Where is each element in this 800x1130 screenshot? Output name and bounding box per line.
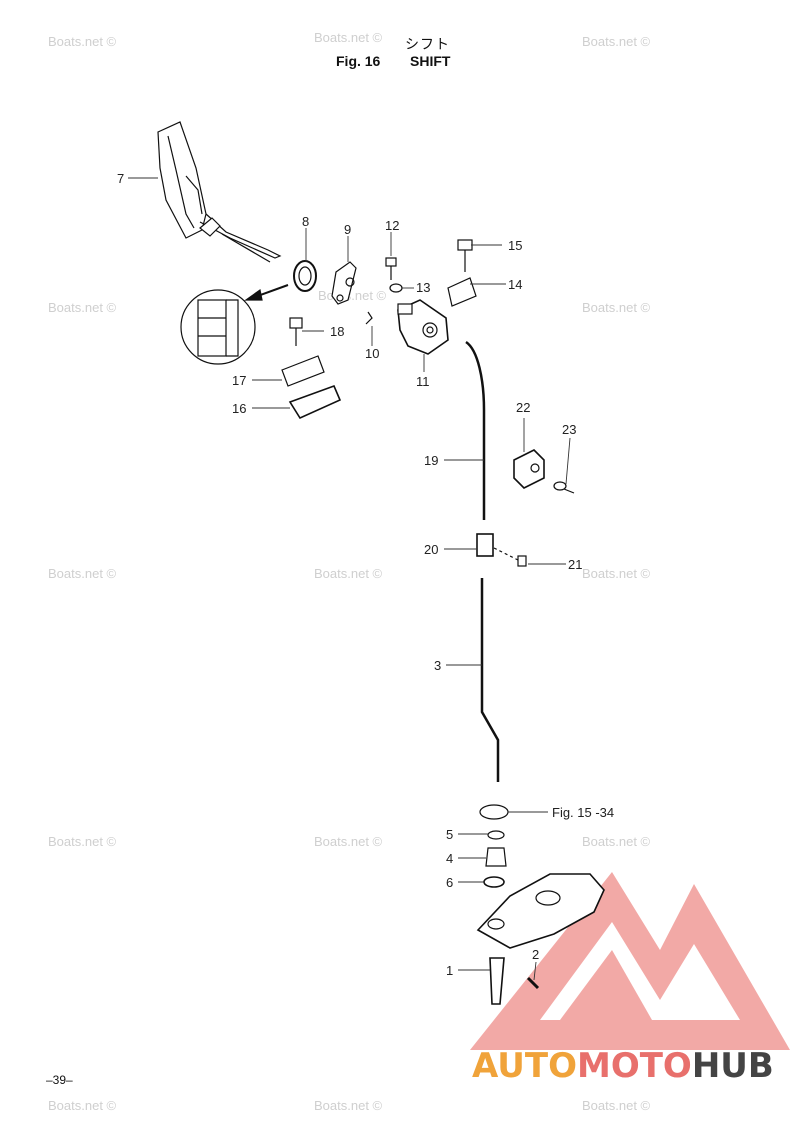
callout-reference: Fig. 15 -34 xyxy=(552,805,615,820)
page-number: –39– xyxy=(46,1073,73,1087)
watermark: Boats.net © xyxy=(314,1098,383,1113)
brand-part-moto: MOTO xyxy=(576,1046,692,1086)
bracket-part xyxy=(288,384,342,420)
callout-23: 23 xyxy=(562,422,577,437)
watermark: Boats.net © xyxy=(48,34,117,49)
leader-lines xyxy=(128,177,571,981)
figure-title: SHIFT xyxy=(410,53,451,69)
callout-7: 7 xyxy=(117,171,125,186)
bolt-part xyxy=(289,317,303,346)
set-screw-part xyxy=(493,547,527,567)
oil-seal-part xyxy=(293,260,317,292)
callout-18: 18 xyxy=(330,324,345,339)
watermark: Boats.net © xyxy=(48,834,117,849)
washer-part xyxy=(389,283,403,293)
callout-10: 10 xyxy=(365,346,380,361)
o-ring-part xyxy=(483,876,505,888)
callout-16: 16 xyxy=(232,401,247,416)
callout-12: 12 xyxy=(385,218,400,233)
callout-2: 2 xyxy=(532,947,540,962)
callout-13: 13 xyxy=(416,280,431,295)
callout-8: 8 xyxy=(302,214,310,229)
callout-4: 4 xyxy=(446,851,454,866)
callout-9: 9 xyxy=(344,222,352,237)
watermark: Boats.net © xyxy=(582,1098,651,1113)
screw-part xyxy=(385,257,397,280)
connector-block-part xyxy=(513,449,545,489)
rod-connector-part xyxy=(476,533,494,557)
callout-19: 19 xyxy=(424,453,439,468)
detail-arrow xyxy=(244,284,289,301)
figure-number: Fig. 16 xyxy=(336,53,381,69)
callout-11: 11 xyxy=(416,374,430,389)
shift-cam-part xyxy=(489,957,505,1005)
upper-shift-rod xyxy=(465,340,486,520)
watermark: Boats.net © xyxy=(582,34,651,49)
tiller-handle-part xyxy=(157,121,282,263)
pin-part xyxy=(365,311,373,325)
callout-15: 15 xyxy=(508,238,523,253)
lower-shift-rod xyxy=(480,578,500,782)
watermark: Boats.net © xyxy=(48,1098,117,1113)
watermark: Boats.net © xyxy=(582,566,651,581)
figure-title-japanese: シフト xyxy=(405,37,450,53)
plate-part xyxy=(281,355,325,387)
watermark: Boats.net © xyxy=(48,566,117,581)
callout-14: 14 xyxy=(508,277,523,292)
callout-3: 3 xyxy=(434,658,442,673)
watermark: Boats.net © xyxy=(582,300,651,315)
watermark: Boats.net © xyxy=(314,566,383,581)
detail-circle xyxy=(180,289,256,365)
shift-bracket-part xyxy=(397,299,449,355)
watermark: Boats.net © xyxy=(48,300,117,315)
watermark: Boats.net © xyxy=(314,834,383,849)
watermark: Boats.net © xyxy=(582,834,651,849)
callout-20: 20 xyxy=(424,542,439,557)
watermark: Boats.net © xyxy=(314,30,383,45)
washer-part xyxy=(487,830,505,840)
bushing-part xyxy=(485,847,507,867)
shift-housing-part xyxy=(476,873,605,949)
callout-1: 1 xyxy=(446,963,454,978)
callout-17: 17 xyxy=(232,373,247,388)
callout-5: 5 xyxy=(446,827,454,842)
brand-part-auto: AUTO xyxy=(472,1046,577,1086)
bolt-part xyxy=(457,239,473,272)
brand-logo-text: AUTOMOTOHUB xyxy=(472,1046,774,1086)
callout-6: 6 xyxy=(446,875,454,890)
callout-21: 21 xyxy=(568,557,583,572)
brand-logo-mark xyxy=(470,872,790,1050)
screw-part xyxy=(553,481,575,494)
plate-part xyxy=(447,277,477,307)
callout-22: 22 xyxy=(516,400,531,415)
shift-arm-part xyxy=(331,261,357,305)
brand-part-hub: HUB xyxy=(691,1046,774,1086)
reference-plate xyxy=(479,804,509,820)
pin-part xyxy=(526,976,540,990)
